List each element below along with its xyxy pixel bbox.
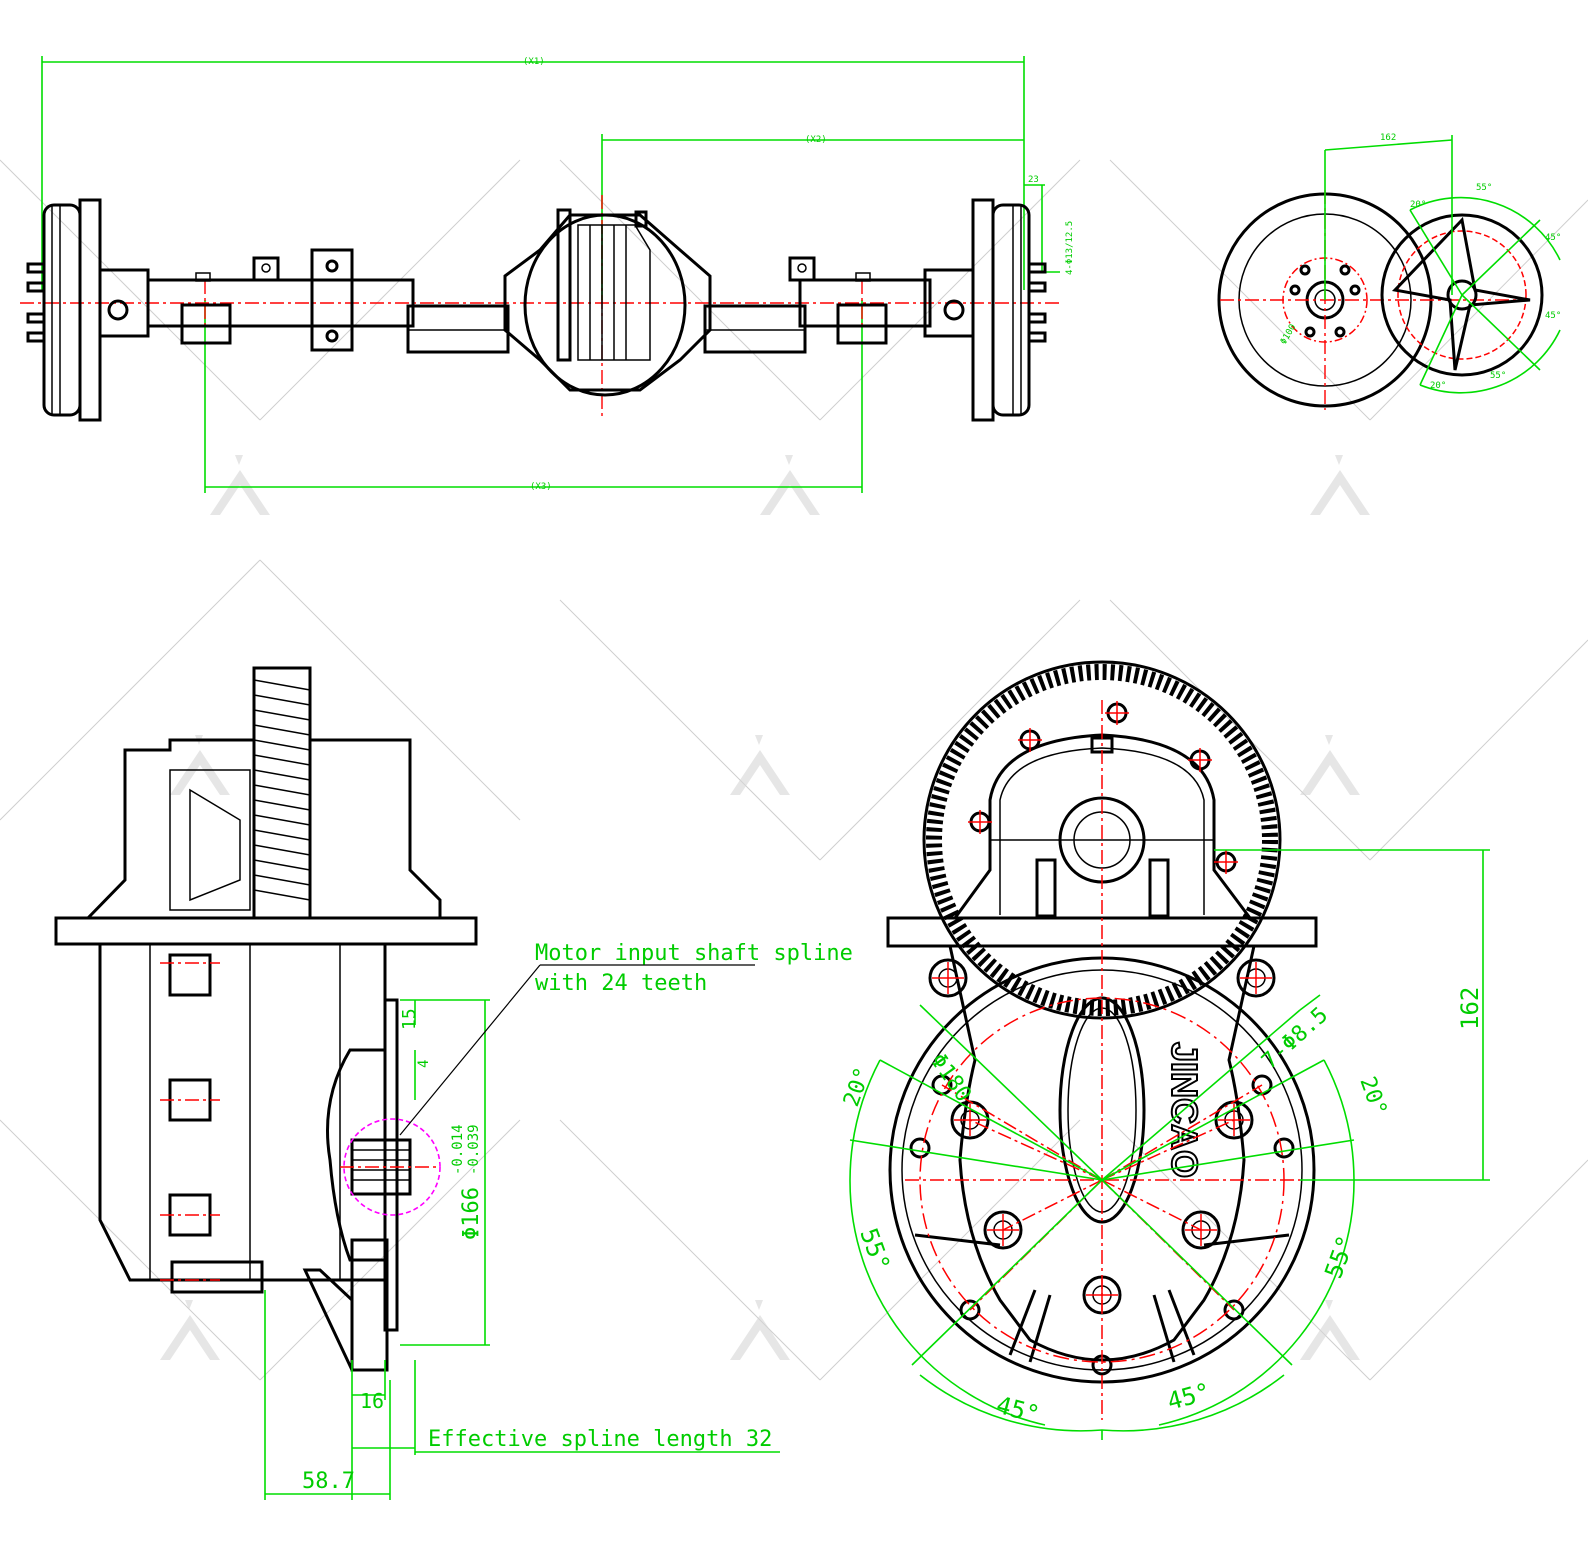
dim-x1: (X1) [523, 57, 545, 67]
dim-4: 4 [416, 1060, 432, 1068]
front-angle-55-left: 55° [854, 1224, 895, 1274]
dim-flange-holes: 4-Φ13/12.5 [1065, 221, 1075, 275]
front-dim-162: 162 [1456, 987, 1484, 1030]
spline-leader [399, 964, 541, 1136]
dim-23: 23 [1028, 175, 1039, 185]
spline-note-line1: Motor input shaft spline [535, 941, 853, 966]
dim-15: 15 [399, 1008, 420, 1030]
front-angle-20-right: 20° [1354, 1074, 1391, 1120]
front-angle-45-left: 45° [993, 1391, 1042, 1429]
tol-upper: -0.014 [450, 1124, 466, 1175]
hub-angle-55-top: 55° [1476, 183, 1492, 193]
dim-58-7: 58.7 [302, 1469, 355, 1494]
dim-pilot-diameter: Φ166 [459, 1187, 484, 1240]
hub-angle-45-a: 45° [1545, 233, 1561, 243]
reducer-side-view: Motor input shaft spline with 24 teeth 1… [54, 666, 853, 1500]
spline-note-line2: with 24 teeth [535, 971, 707, 996]
front-angle-20-left: 20° [839, 1064, 876, 1110]
hub-bolt-circle: Φ100 [1279, 323, 1299, 347]
reducer-front-view: JINCAO [839, 660, 1490, 1440]
hub-angle-55-bottom: 55° [1490, 371, 1506, 381]
ring-gear-side [252, 666, 312, 920]
right-axle-tube [703, 256, 932, 354]
axle-assembly-view: (X1) (X2) (X3) 23 4-Φ13/12.5 [20, 56, 1075, 493]
dim-x2: (X2) [805, 135, 827, 145]
hub-dim-162: 162 [1380, 133, 1396, 143]
hub-angle-20-bottom: 20° [1430, 381, 1446, 391]
tol-lower: -0.039 [466, 1124, 482, 1175]
hub-angle-20-top: 20° [1410, 200, 1426, 210]
front-angle-55-right: 55° [1319, 1232, 1360, 1282]
spline-length-note: Effective spline length 32 [428, 1427, 772, 1452]
left-axle-tube [146, 248, 510, 354]
dim-x3: (X3) [530, 482, 552, 492]
dim-16: 16 [360, 1389, 384, 1413]
hub-face-view: 162 55° 20° 45° 45° 20° 55° Φ100 [1217, 133, 1561, 410]
left-wheel-hub [26, 198, 150, 422]
watermark-pattern [0, 159, 1588, 1381]
hub-angle-45-b: 45° [1545, 311, 1561, 321]
ring-gear-teeth [926, 664, 1278, 1016]
right-wheel-hub [923, 198, 1047, 422]
spline-circle [343, 1118, 441, 1216]
watermark-logo [160, 455, 1370, 1360]
